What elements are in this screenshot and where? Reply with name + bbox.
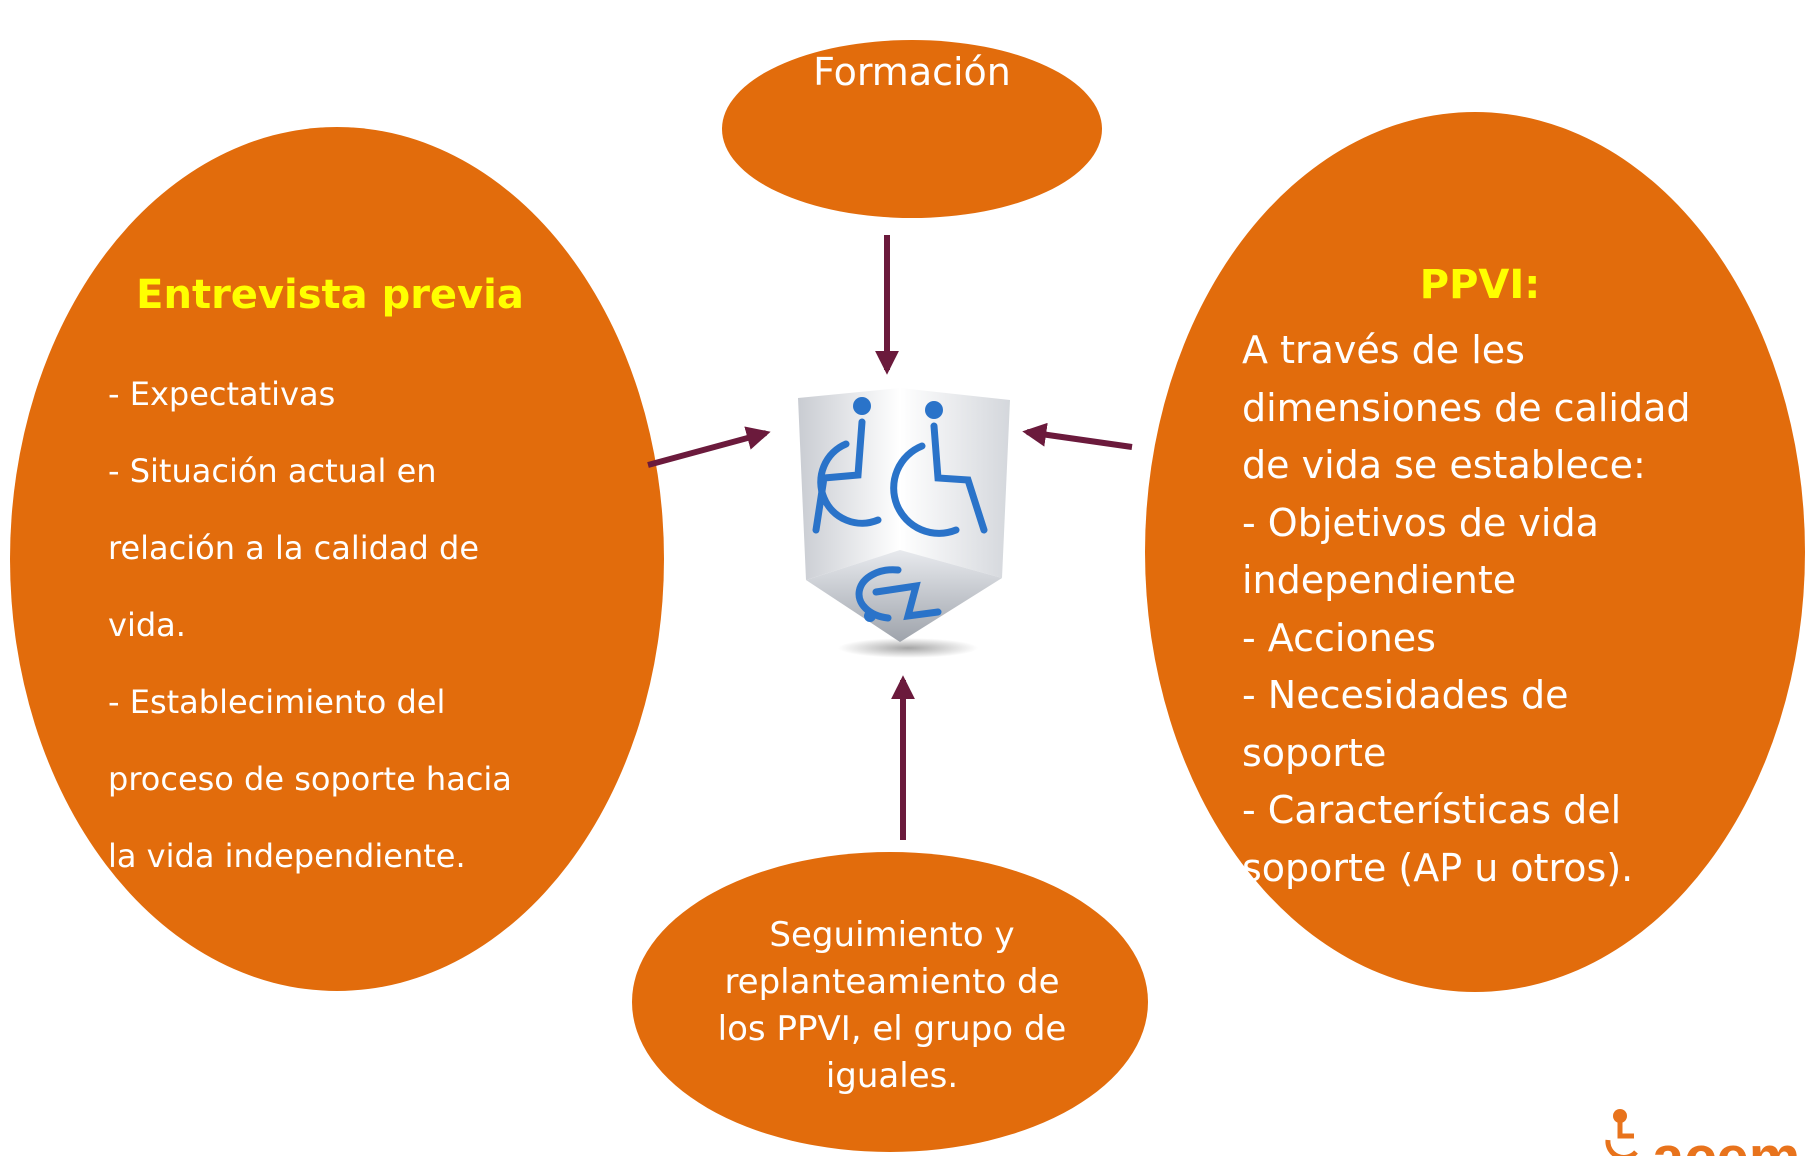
node-ppvi-line: - Acciones bbox=[1242, 615, 1436, 660]
node-entrevista-line: relación a la calidad de bbox=[108, 529, 479, 567]
node-ppvi-line: de vida se establece: bbox=[1242, 443, 1646, 487]
node-entrevista-line: proceso de soporte hacia bbox=[108, 760, 512, 798]
node-seguimiento-line: Seguimiento y bbox=[769, 915, 1015, 955]
node-entrevista-list: - Expectativas - Situación actual en rel… bbox=[108, 356, 578, 895]
logo-text: acem bbox=[1652, 1124, 1800, 1156]
node-ppvi-line: soporte (AP u otros). bbox=[1242, 845, 1634, 890]
node-formacion-label: Formación bbox=[813, 50, 1011, 94]
node-ppvi-line: - Necesidades de bbox=[1242, 673, 1569, 717]
node-entrevista-previa bbox=[10, 127, 664, 991]
node-ppvi-line: independiente bbox=[1242, 558, 1517, 602]
node-entrevista-title: Entrevista previa bbox=[136, 272, 524, 318]
node-ppvi-line: A través de les bbox=[1242, 328, 1525, 372]
node-ppvi-title: PPVI: bbox=[1419, 262, 1541, 308]
node-entrevista-line: la vida independiente. bbox=[108, 837, 466, 875]
node-ppvi-line: soporte bbox=[1242, 730, 1387, 775]
logo-mark-icon bbox=[1605, 1109, 1638, 1156]
node-formacion bbox=[722, 40, 1102, 218]
node-ppvi bbox=[1145, 112, 1805, 992]
wheelchair-cube-icon bbox=[798, 388, 1010, 658]
arrow-ppvi-to-center bbox=[1022, 422, 1133, 450]
node-entrevista-line: - Situación actual en bbox=[108, 452, 437, 490]
arrow-entrevista-to-center bbox=[647, 426, 771, 468]
node-ppvi-line: dimensiones de calidad bbox=[1242, 385, 1691, 430]
node-seguimiento-line: los PPVI, el grupo de bbox=[717, 1009, 1067, 1049]
node-entrevista-line: - Establecimiento del bbox=[108, 683, 446, 721]
node-seguimiento bbox=[632, 852, 1148, 1152]
node-ppvi-line: - Objetivos de vida bbox=[1242, 500, 1599, 545]
node-seguimiento-line: iguales. bbox=[825, 1056, 959, 1096]
node-seguimiento-text: Seguimiento y replanteamiento de los PPV… bbox=[672, 912, 1112, 1100]
node-seguimiento-line: replanteamiento de bbox=[724, 962, 1060, 1002]
node-entrevista-line: - Expectativas bbox=[108, 375, 336, 413]
node-entrevista-line: vida. bbox=[108, 606, 186, 644]
node-ppvi-list: A través de les dimensiones de calidad d… bbox=[1242, 322, 1742, 897]
node-ppvi-line: - Características del bbox=[1242, 788, 1622, 832]
